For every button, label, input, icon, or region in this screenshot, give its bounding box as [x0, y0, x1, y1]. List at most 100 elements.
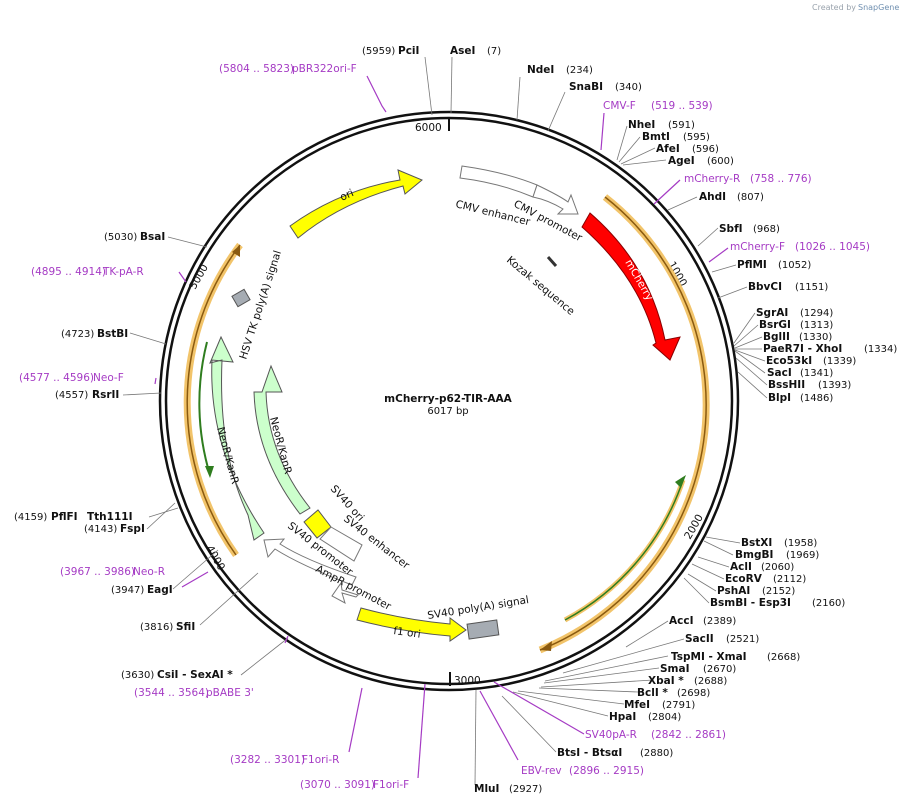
primer-name: mCherry-R [684, 173, 740, 185]
enzyme-pos: (1486) [800, 393, 833, 404]
primer-name: pBABE 3' [206, 687, 254, 699]
feature-kozak-label: Kozak sequence [504, 254, 577, 318]
primer-range: (519 .. 539) [651, 100, 713, 112]
enzyme-pos: (2112) [773, 574, 806, 585]
enzyme-pos: (595) [683, 132, 710, 143]
orf-green-left [198, 341, 211, 476]
enzyme-pos: (1151) [795, 282, 828, 293]
enzyme-name: MluI [474, 783, 499, 795]
enzyme-name: AseI [450, 45, 475, 57]
primer-markers [154, 75, 729, 779]
plasmid-size: 6017 bp [427, 406, 468, 417]
enzyme-name: SacII [685, 633, 714, 645]
feature-neor-inner-arrow [253, 364, 311, 515]
primer-name: CMV-F [603, 100, 636, 112]
enzyme-name: HpaI [609, 711, 636, 723]
primer-range: (4577 .. 4596) [19, 372, 94, 384]
enzyme-pos: (7) [487, 46, 501, 57]
enzyme-pos: (600) [707, 156, 734, 167]
orf-green-right-line [564, 479, 684, 621]
tick-3000: 3000 [454, 675, 481, 687]
enzyme-name: PshAI [717, 585, 750, 597]
orf-line-left [186, 244, 241, 556]
feature-f1-ori-label: f1 ori [393, 625, 422, 641]
enzyme-pos: (2698) [677, 688, 710, 699]
feature-f1-ori-arrow [356, 607, 467, 642]
enzyme-name: PciI [398, 45, 419, 57]
feature-sv40-promoter-arrow [263, 538, 357, 586]
orf-arrow-left [232, 245, 240, 257]
enzyme-name: BstXI [741, 537, 772, 549]
enzyme-name: RsrII [92, 389, 119, 401]
orf-green-left-arrow [205, 466, 214, 478]
enzyme-pos: (2160) [812, 598, 845, 609]
orf-line-right [539, 196, 707, 651]
enzyme-pos: (3816) [140, 622, 173, 633]
enzyme-name: BlpI [768, 392, 791, 404]
primer-range: (758 .. 776) [750, 173, 812, 185]
snapgene-logo: SnapGene [858, 3, 899, 12]
primer-range: (1026 .. 1045) [795, 241, 870, 253]
feature-sv40-polya-label: SV40 poly(A) signal [427, 594, 530, 622]
enzyme-name: BssHII [768, 379, 805, 391]
primer-name: TK-pA-R [102, 266, 144, 278]
enzyme-name: XbaI * [648, 675, 684, 687]
enzyme-pos: (2791) [662, 700, 695, 711]
enzyme-name: AclI [730, 561, 752, 573]
enzyme-pos: (1969) [786, 550, 819, 561]
primer-name: F1ori-F [373, 779, 409, 791]
enzyme-pos: (1341) [800, 368, 833, 379]
enzyme-name: CsiI - SexAI * [157, 669, 233, 681]
primer-name: EBV-rev [521, 765, 562, 777]
primer-range: (3544 .. 3564) [134, 687, 209, 699]
enzyme-pos: (1334) [864, 344, 897, 355]
enzyme-name: BclI * [637, 687, 668, 699]
enzyme-pos: (4557) [55, 390, 88, 401]
enzyme-name: AccI [669, 615, 693, 627]
enzyme-pos: (2927) [509, 784, 542, 795]
enzyme-pos: (1313) [800, 320, 833, 331]
enzyme-name: EagI [147, 584, 173, 596]
enzyme-pos: (2670) [703, 664, 736, 675]
enzyme-name: BmtI [642, 131, 670, 143]
enzyme-pos: (234) [566, 65, 593, 76]
primer-range: (2842 .. 2861) [651, 729, 726, 741]
feature-hsv-polya-box [231, 288, 251, 308]
primer-range: (4895 .. 4914) [31, 266, 106, 278]
enzyme-pos: (1393) [818, 380, 851, 391]
primer-name: F1ori-R [302, 754, 339, 766]
enzyme-pos: (2389) [703, 616, 736, 627]
feature-sv40-enhancer-arrow [319, 526, 363, 562]
feature-cmv-enhancer-arrow [459, 165, 538, 198]
enzyme-pos: (2880) [640, 748, 673, 759]
enzyme-name: BstBI [97, 328, 128, 340]
enzyme-pos: (591) [668, 120, 695, 131]
enzyme-name: PflFI [51, 511, 78, 523]
enzyme-pos: (2804) [648, 712, 681, 723]
enzyme-name: EcoRV [725, 573, 763, 585]
enzyme-name: Eco53kI [766, 355, 812, 367]
enzyme-labels: (5959) PciI AseI (7) NdeI (234) SnaBI (3… [14, 45, 897, 795]
enzyme-pos: (5030) [104, 232, 137, 243]
enzyme-leaders [122, 56, 768, 786]
enzyme-name: PflMI [737, 259, 767, 271]
enzyme-name: SgrAI [756, 307, 788, 319]
enzyme-pos: (1052) [778, 260, 811, 271]
enzyme-name: BmgBI [735, 549, 773, 561]
enzyme-name: AhdI [699, 191, 726, 203]
enzyme-name: TspMI - XmaI [671, 651, 747, 663]
enzyme-pos: (1330) [799, 332, 832, 343]
primer-name: SV40pA-R [585, 729, 637, 741]
enzyme-name: SbfI [719, 223, 743, 235]
enzyme-pos: (2668) [767, 652, 800, 663]
plasmid-name: mCherry-p62-TIR-AAA [384, 393, 513, 405]
primer-range: (3070 .. 3091) [300, 779, 375, 791]
primer-name: Neo-R [133, 566, 165, 578]
enzyme-name: BsrGI [759, 319, 791, 331]
feature-hsv-polya-label: HSV TK poly(A) signal [237, 249, 284, 361]
enzyme-name: NdeI [527, 64, 554, 76]
feature-neor-outer-arrow [209, 335, 265, 541]
enzyme-pos: (3630) [121, 670, 154, 681]
enzyme-pos: (968) [753, 224, 780, 235]
